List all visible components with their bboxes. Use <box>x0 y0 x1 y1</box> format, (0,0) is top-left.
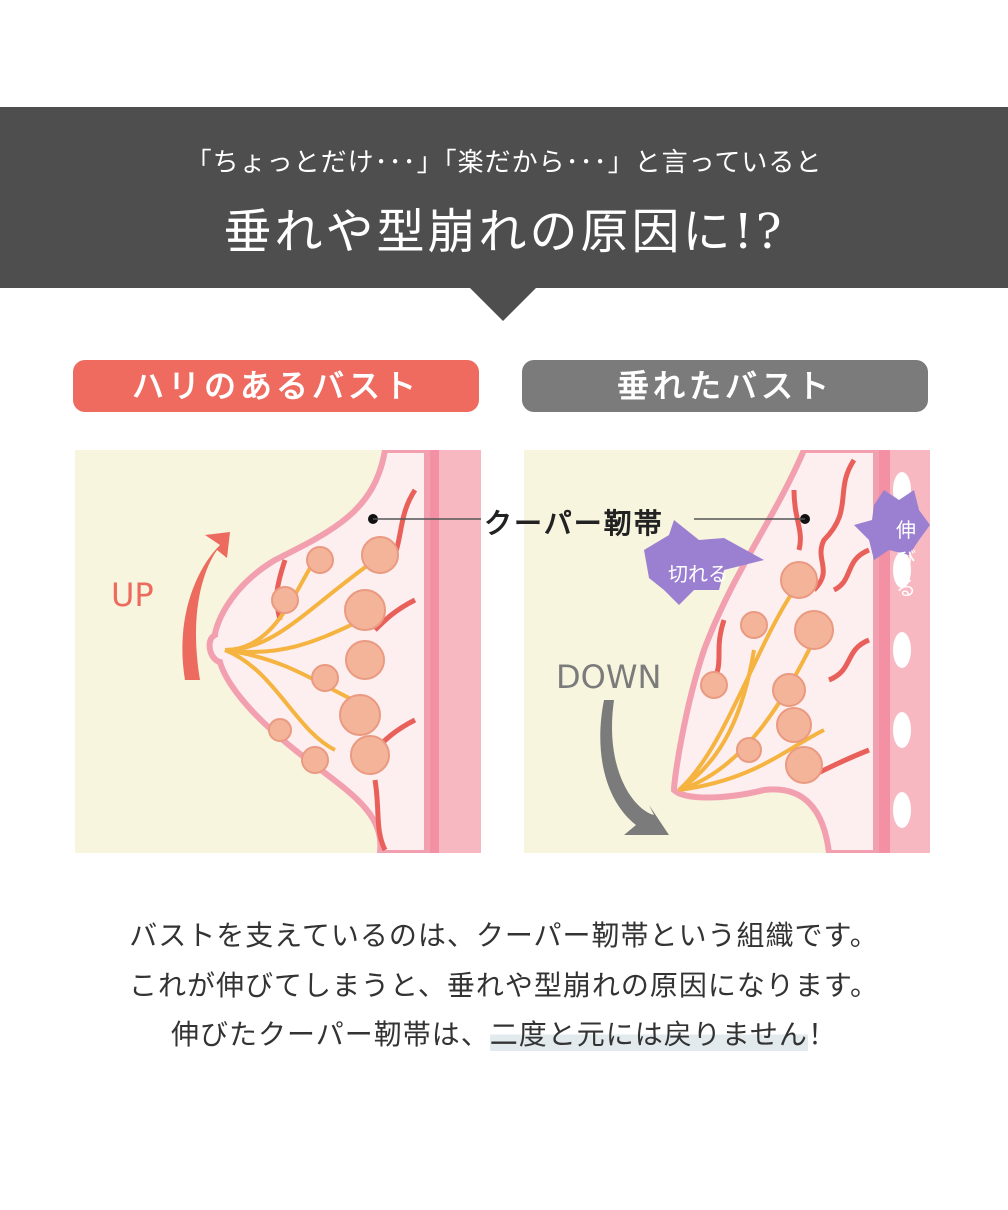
header-pointer <box>469 287 537 321</box>
cooper-ligament-label: クーパー靭帯 <box>484 507 664 540</box>
sagging-bust-illustration: DOWN 切れる 伸びる <box>524 450 930 853</box>
header-subtitle: 「ちょっとだけ･･･」「楽だから･･･」と言っていると <box>185 148 823 178</box>
up-label: UP <box>111 576 154 614</box>
burst-stretch-label: 伸びる <box>896 518 916 600</box>
burst-cut-label: 切れる <box>668 562 728 586</box>
header-title: 垂れや型崩れの原因に!? <box>223 204 785 260</box>
body-line-3-highlight: 二度と元には戻りません <box>489 1018 808 1051</box>
body-line-3a: 伸びたクーパー靭帯は、 <box>171 1018 490 1051</box>
body-line-3c: ！ <box>807 1018 837 1051</box>
body-line-2: これが伸びてしまうと、垂れや型崩れの原因になります。 <box>128 969 880 1002</box>
body-line-1: バストを支えているのは、クーパー靭帯という組織です。 <box>129 919 879 952</box>
body-line-3: 伸びたクーパー靭帯は、二度と元には戻りません！ <box>0 1013 1008 1053</box>
down-label: DOWN <box>556 658 662 696</box>
firm-bust-label: ハリのあるバスト <box>73 360 479 412</box>
firm-bust-illustration: UP <box>75 450 481 853</box>
header-band <box>0 107 1008 288</box>
sagging-bust-label: 垂れたバスト <box>522 360 928 412</box>
